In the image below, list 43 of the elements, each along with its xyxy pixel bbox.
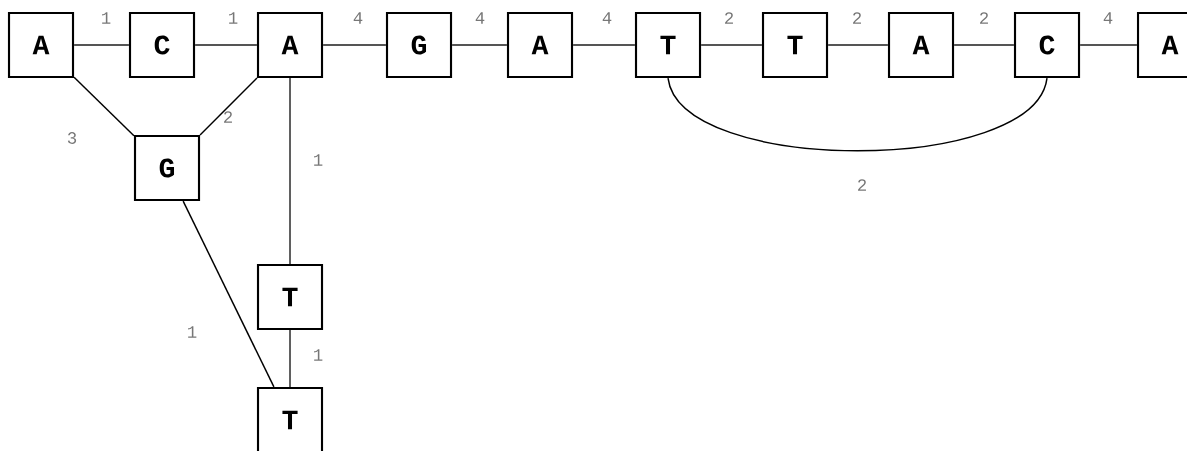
edge-label: 2 — [980, 12, 988, 24]
edge-label: 2 — [725, 12, 733, 24]
connector-line — [953, 44, 1015, 46]
connector-line — [1079, 44, 1138, 46]
edge-label: 2 — [224, 111, 232, 123]
edge-label: 2 — [853, 12, 861, 24]
connector-line — [73, 44, 130, 46]
connector-line — [700, 44, 763, 46]
connector-line — [194, 44, 258, 46]
edge-label: 1 — [102, 12, 111, 24]
letter-box: T — [634, 11, 702, 79]
connector-line — [572, 44, 636, 46]
connector-line — [289, 329, 291, 388]
letter-box: C — [128, 11, 196, 79]
letter-box: C — [1013, 11, 1081, 79]
letter-box: A — [506, 11, 574, 79]
letter-box: G — [385, 11, 453, 79]
letter-box: T — [761, 11, 829, 79]
edge-label: 3 — [67, 132, 77, 144]
edge-label: 4 — [353, 12, 363, 24]
connector-line — [451, 44, 508, 46]
edge-label: 1 — [314, 154, 323, 166]
connector-line — [827, 44, 889, 46]
connector-line — [199, 77, 258, 136]
edge-label: 1 — [188, 326, 197, 338]
letter-box: A — [7, 11, 75, 79]
letter-box: T — [256, 386, 324, 451]
letter-box: G — [133, 134, 201, 202]
letter-box: A — [887, 11, 955, 79]
connector-line — [667, 77, 1048, 152]
letter-box: A — [1136, 11, 1187, 79]
edge-label: 4 — [475, 12, 485, 24]
edge-label: 1 — [314, 349, 323, 361]
connector-line — [182, 200, 275, 388]
edge-label: 4 — [1103, 12, 1113, 24]
connector-line — [73, 76, 135, 137]
connector-line — [322, 44, 387, 46]
edge-label: 1 — [229, 12, 238, 24]
letter-box: A — [256, 11, 324, 79]
connector-line — [289, 77, 291, 265]
edge-label: 2 — [858, 179, 866, 191]
edge-label: 4 — [602, 12, 612, 24]
letter-box: T — [256, 263, 324, 331]
